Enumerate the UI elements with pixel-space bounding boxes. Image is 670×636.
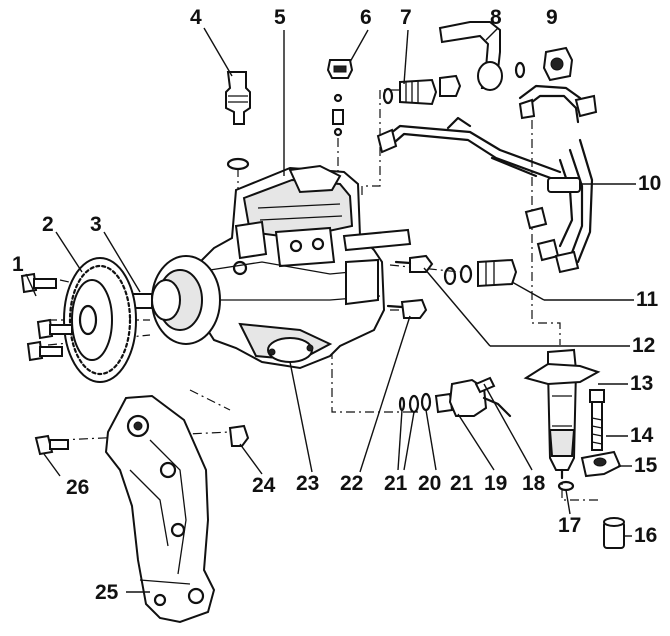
stop-solenoid-part-19 [398, 376, 512, 418]
delivery-valve-holder-part-4 [225, 71, 251, 171]
callout-18: 18 [522, 472, 546, 495]
leader-lines [25, 27, 636, 593]
callout-21-upper: 21 [450, 472, 474, 495]
callout-9: 9 [546, 6, 558, 29]
washer-part-17 [557, 480, 575, 492]
callout-2: 2 [42, 213, 54, 236]
return-pipe-part-8 [438, 21, 526, 91]
callout-15: 15 [634, 454, 658, 477]
callout-8: 8 [490, 6, 502, 29]
clamp-bolt-part-14 [589, 389, 605, 451]
callout-10: 10 [638, 172, 662, 195]
callout-4: 4 [190, 6, 202, 29]
callout-24: 24 [252, 474, 276, 497]
callout-11: 11 [636, 288, 659, 311]
inlet-fitting-part-11 [443, 258, 518, 288]
callout-13: 13 [630, 372, 654, 395]
callout-3: 3 [90, 213, 102, 236]
callout-21-lower: 21 [384, 472, 408, 495]
injection-pump-body-part-5 [192, 164, 412, 370]
belt-sprocket-part-2 [63, 257, 137, 383]
injector-part-13 [523, 348, 601, 480]
nut-part-9 [542, 46, 574, 82]
callout-19: 19 [484, 472, 508, 495]
return-fitting-part-7 [382, 74, 462, 106]
callout-14: 14 [630, 424, 654, 447]
callout-20: 20 [418, 472, 442, 495]
hub-part-3 [117, 255, 221, 345]
bolt-part-26 [34, 434, 69, 456]
callout-1: 1 [12, 253, 24, 276]
callout-5: 5 [274, 6, 286, 29]
union-part-6 [326, 59, 354, 137]
callout-22: 22 [340, 472, 364, 495]
callout-23: 23 [296, 472, 320, 495]
callout-16: 16 [634, 524, 658, 547]
bolt-part-24 [228, 424, 250, 447]
clamp-bracket-part-15 [580, 450, 622, 478]
callout-25: 25 [95, 581, 119, 604]
screw-part-12 [394, 254, 434, 273]
injector-pipes-part-10 [376, 84, 598, 274]
mounting-bracket-part-25 [104, 394, 216, 624]
callout-6: 6 [360, 6, 372, 29]
sprocket-bolts-part-1 [20, 272, 73, 362]
sleeve-part-16 [603, 517, 625, 549]
bolt-part-22 [386, 298, 428, 319]
callout-26: 26 [66, 476, 90, 499]
callout-12: 12 [632, 334, 656, 357]
callout-7: 7 [400, 6, 412, 29]
callout-17: 17 [558, 514, 582, 537]
